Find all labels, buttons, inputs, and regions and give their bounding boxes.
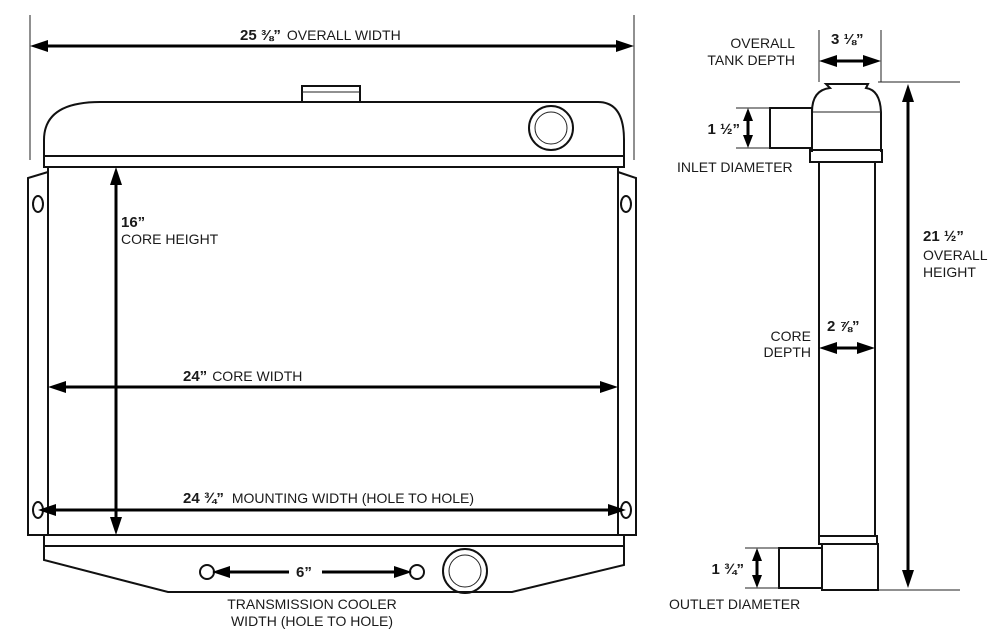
tank-depth-arrow-right xyxy=(863,55,881,67)
overall-height-arrow-bottom xyxy=(902,570,914,588)
tank-depth-label-line2: TANK DEPTH xyxy=(707,52,795,68)
cooler-fitting-left xyxy=(199,564,215,580)
side-bottom-tank xyxy=(821,543,879,591)
cooler-label-line2: WIDTH (HOLE TO HOLE) xyxy=(231,613,393,629)
right-mounting-bracket xyxy=(617,171,637,536)
core-width-label: CORE WIDTH xyxy=(212,368,302,384)
core-height-label: CORE HEIGHT xyxy=(121,231,219,247)
mounting-width-arrow-right xyxy=(608,504,626,516)
core-depth-arrow-right xyxy=(857,342,875,354)
overall-width-arrow-left xyxy=(30,40,48,52)
inlet-port-inner xyxy=(534,111,568,145)
front-view: 25 ⅜” OVERALL WIDTH 16” CORE HEIGHT 24” CO… xyxy=(27,15,637,629)
overall-width-value: 25 ⅜” xyxy=(240,27,281,44)
tank-depth-label-line1: OVERALL xyxy=(730,35,795,51)
core-depth-label-line2: DEPTH xyxy=(764,344,811,360)
cooler-label-line1: TRANSMISSION COOLER xyxy=(227,596,397,612)
inlet-label: INLET DIAMETER xyxy=(677,159,793,175)
mounting-width-value: 24 ¾” xyxy=(183,490,224,507)
overall-height-arrow-top xyxy=(902,84,914,102)
outlet-port-front xyxy=(442,548,488,594)
tank-depth-value: 3 ⅛” xyxy=(831,31,864,48)
overall-height-value: 21 ½” xyxy=(923,228,964,245)
side-outlet-pipe xyxy=(778,547,823,589)
mounting-width-arrow-left xyxy=(38,504,56,516)
core-width-arrow-right xyxy=(600,381,618,393)
left-bracket-hole-top xyxy=(32,195,44,213)
cooler-arrow-left xyxy=(212,566,230,578)
core-width-arrow-left xyxy=(48,381,66,393)
outlet-value: 1 ¾” xyxy=(711,561,744,578)
core-height-arrow-bottom xyxy=(110,517,122,535)
mounting-width-label: MOUNTING WIDTH (HOLE TO HOLE) xyxy=(232,490,474,506)
core-width-value: 24” xyxy=(183,368,207,385)
core-height-value: 16” xyxy=(121,214,145,231)
inlet-value: 1 ½” xyxy=(707,121,740,138)
left-mounting-bracket xyxy=(27,171,49,536)
side-bottom-header xyxy=(818,535,878,545)
outlet-port-inner xyxy=(448,554,482,588)
overall-height-label-line2: HEIGHT xyxy=(923,264,976,280)
side-inlet-pipe xyxy=(769,107,813,149)
side-view: 3 ⅛” OVERALL TANK DEPTH 1 ½” INLET DIAME… xyxy=(669,30,988,612)
core-depth-value: 2 ⅞” xyxy=(827,318,860,335)
top-tank xyxy=(43,101,625,158)
inlet-arrow-top xyxy=(743,108,753,121)
inlet-port-front xyxy=(528,105,574,151)
mounting-width-callout: 24 ¾” MOUNTING WIDTH (HOLE TO HOLE) xyxy=(183,490,474,507)
cooler-fitting-right xyxy=(409,564,425,580)
core-height-arrow-top xyxy=(110,167,122,185)
top-header-bar xyxy=(43,155,625,168)
outlet-label: OUTLET DIAMETER xyxy=(669,596,800,612)
overall-height-label-line1: OVERALL xyxy=(923,247,988,263)
overall-width-label: OVERALL WIDTH xyxy=(287,27,401,43)
core-width-callout: 24” CORE WIDTH xyxy=(183,368,302,385)
outlet-arrow-top xyxy=(752,548,762,561)
core-depth-arrow-left xyxy=(819,342,837,354)
overall-width-callout: 25 ⅜” OVERALL WIDTH xyxy=(240,27,401,44)
cooler-value: 6” xyxy=(296,564,312,581)
bottom-tank xyxy=(43,546,625,593)
overall-width-arrow-right xyxy=(616,40,634,52)
side-top-tank xyxy=(811,83,882,152)
core-depth-label-line1: CORE xyxy=(771,328,811,344)
tank-depth-arrow-left xyxy=(819,55,837,67)
right-bracket-hole-top xyxy=(620,195,632,213)
filler-neck xyxy=(301,85,361,103)
inlet-arrow-bottom xyxy=(743,135,753,148)
outlet-arrow-bottom xyxy=(752,575,762,588)
bottom-header-bar xyxy=(43,534,625,547)
cooler-arrow-right xyxy=(394,566,412,578)
side-top-header xyxy=(809,149,883,163)
